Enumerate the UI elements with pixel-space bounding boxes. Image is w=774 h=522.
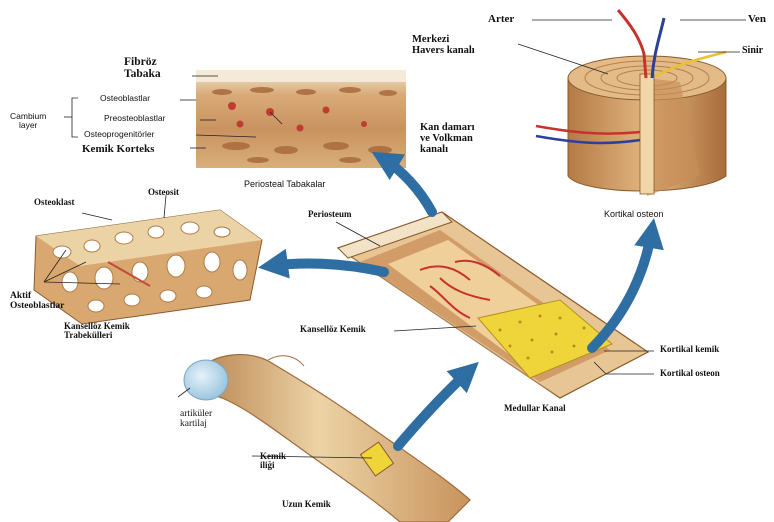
label-osteoklast: Osteoklast — [34, 198, 75, 207]
label-kanselloz-trabekulleri: Kansellöz Kemik Trabekülleri — [64, 322, 130, 341]
label-kortikal-osteon-top: Kortikal osteon — [604, 210, 664, 219]
label-ven: Ven — [748, 14, 766, 26]
label-aktif-osteoblastlar: Aktif Osteoblastlar — [10, 292, 64, 312]
label-kemik-iligi: Kemik iliği — [260, 452, 286, 471]
label-artikuler-kartilaj: artiküler kartilaj — [180, 410, 212, 430]
label-cambium-layer: Cambium layer — [10, 112, 46, 130]
label-osteoblastlar: Osteoblastlar — [100, 94, 150, 103]
arrow-to-cancellous — [270, 264, 384, 272]
label-periosteal-tabakalar: Periosteal Tabakalar — [244, 180, 325, 189]
label-medullar-kanal: Medullar Kanal — [504, 404, 566, 413]
label-periosteum: Periosteum — [308, 210, 351, 219]
label-merkezi-havers: Merkezi Havers kanalı — [412, 34, 475, 56]
label-sinir: Sinir — [742, 46, 763, 57]
label-osteosit: Osteosit — [148, 188, 179, 197]
label-uzun-kemik: Uzun Kemik — [282, 500, 331, 509]
cortical-osteon-image — [536, 10, 726, 196]
arrow-from-long-bone — [398, 370, 470, 446]
arrow-to-periosteal — [382, 158, 432, 212]
cancellous-bone-image — [34, 210, 262, 324]
label-kemik-korteks: Kemik Korteks — [82, 144, 154, 156]
label-osteoprogenitorler: Osteoprogenitörler — [84, 130, 154, 139]
label-kan-damari: Kan damarı ve Volkman kanalı — [420, 122, 475, 155]
bone-shaft-section — [338, 212, 648, 398]
label-kanselloz-kemik: Kansellöz Kemik — [300, 325, 366, 334]
articular-cartilage — [184, 360, 228, 400]
label-preosteoblastlar: Preosteoblastlar — [104, 114, 165, 123]
label-fibroz-tabaka: Fibröz Tabaka — [124, 56, 161, 80]
label-arter: Arter — [488, 14, 514, 26]
label-kortikal-osteon: Kortikal osteon — [660, 369, 720, 378]
periosteal-layers-image — [196, 70, 406, 168]
long-bone — [184, 355, 470, 522]
label-kortikal-kemik: Kortikal kemik — [660, 345, 719, 354]
